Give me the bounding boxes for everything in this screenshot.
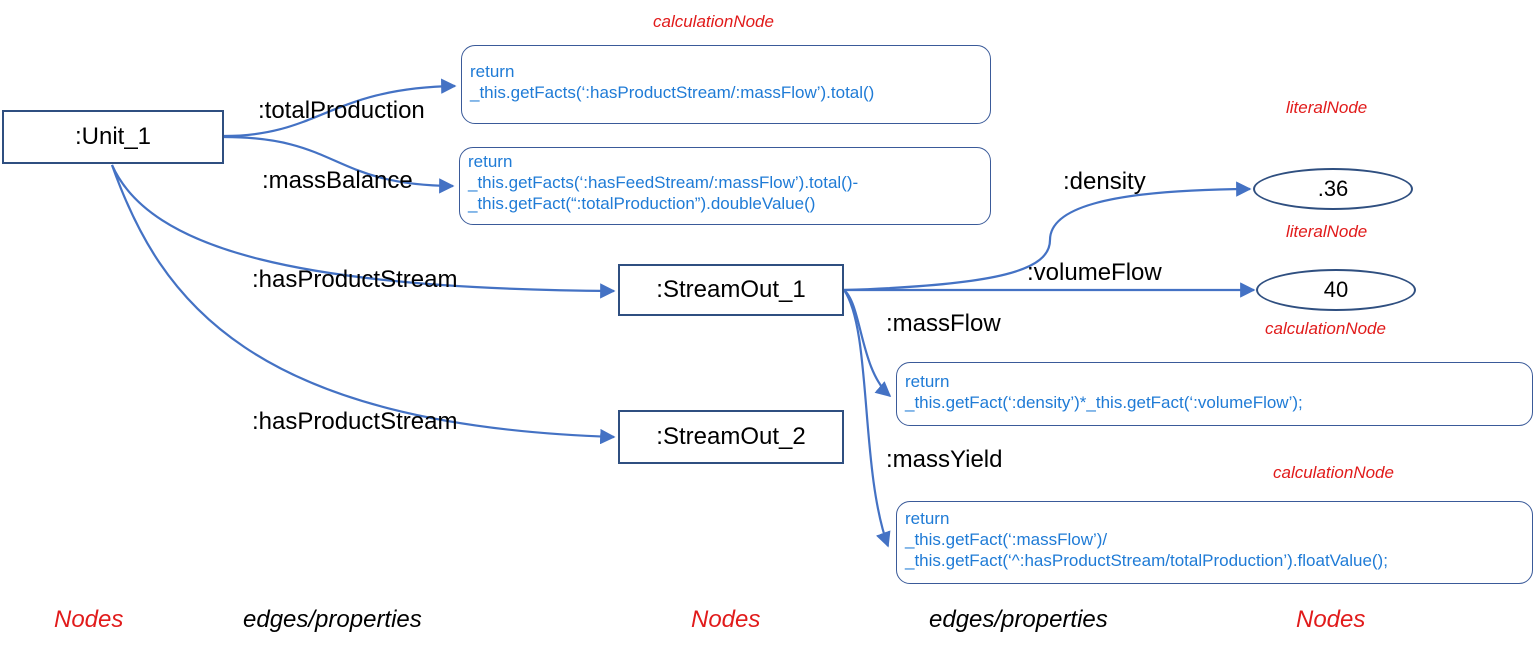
node-unit-1[interactable]: :Unit_1: [2, 110, 224, 164]
type-label-calculation-node-bottom: calculationNode: [1273, 463, 1394, 482]
edge-label-has-product-stream-2: :hasProductStream: [252, 408, 458, 435]
edge-label-mass-balance: :massBalance: [262, 167, 413, 194]
legend-edges-col4: edges/properties: [929, 606, 1108, 633]
code-box-mass-balance: return _this.getFacts(‘:hasFeedStream/:m…: [459, 147, 991, 225]
type-label-literal-node-1: literalNode: [1286, 98, 1368, 117]
legend-edges-col2: edges/properties: [243, 606, 422, 633]
legend-nodes-col3: Nodes: [691, 606, 761, 633]
legend-nodes-col1: Nodes: [54, 606, 124, 633]
edge-density: [843, 181, 1252, 292]
edge-mass-yield: [843, 289, 891, 548]
code-box-mass-yield: return _this.getFact(‘:massFlow’)/ _this…: [896, 501, 1533, 584]
edge-mass-balance: [223, 135, 455, 194]
node-stream-out-2[interactable]: :StreamOut_2: [618, 410, 844, 464]
legend-nodes-col5: Nodes: [1296, 606, 1366, 633]
edge-label-has-product-stream-1: :hasProductStream: [252, 266, 458, 293]
edge-total-production: [223, 78, 457, 138]
edge-label-mass-yield: :massYield: [886, 446, 1003, 473]
literal-volume-flow-value[interactable]: 40: [1256, 269, 1416, 311]
edge-has-product-stream-1: [110, 164, 616, 299]
edge-label-volume-flow: :volumeFlow: [1027, 259, 1162, 286]
code-box-total-production: return _this.getFacts(‘:hasProductStream…: [461, 45, 991, 124]
literal-density-value[interactable]: .36: [1253, 168, 1413, 210]
edge-label-total-production: :totalProduction: [258, 97, 425, 124]
node-stream-out-1[interactable]: :StreamOut_1: [618, 264, 844, 316]
code-box-mass-flow: return _this.getFact(‘:density’)*_this.g…: [896, 362, 1533, 426]
edge-label-mass-flow: :massFlow: [886, 310, 1001, 337]
type-label-literal-node-2: literalNode: [1286, 222, 1368, 241]
edge-label-density: :density: [1063, 168, 1146, 195]
type-label-calculation-node-top: calculationNode: [653, 12, 774, 31]
edge-mass-flow: [843, 289, 892, 398]
type-label-calculation-node-mid: calculationNode: [1265, 319, 1386, 338]
edge-has-product-stream-2: [110, 164, 616, 445]
